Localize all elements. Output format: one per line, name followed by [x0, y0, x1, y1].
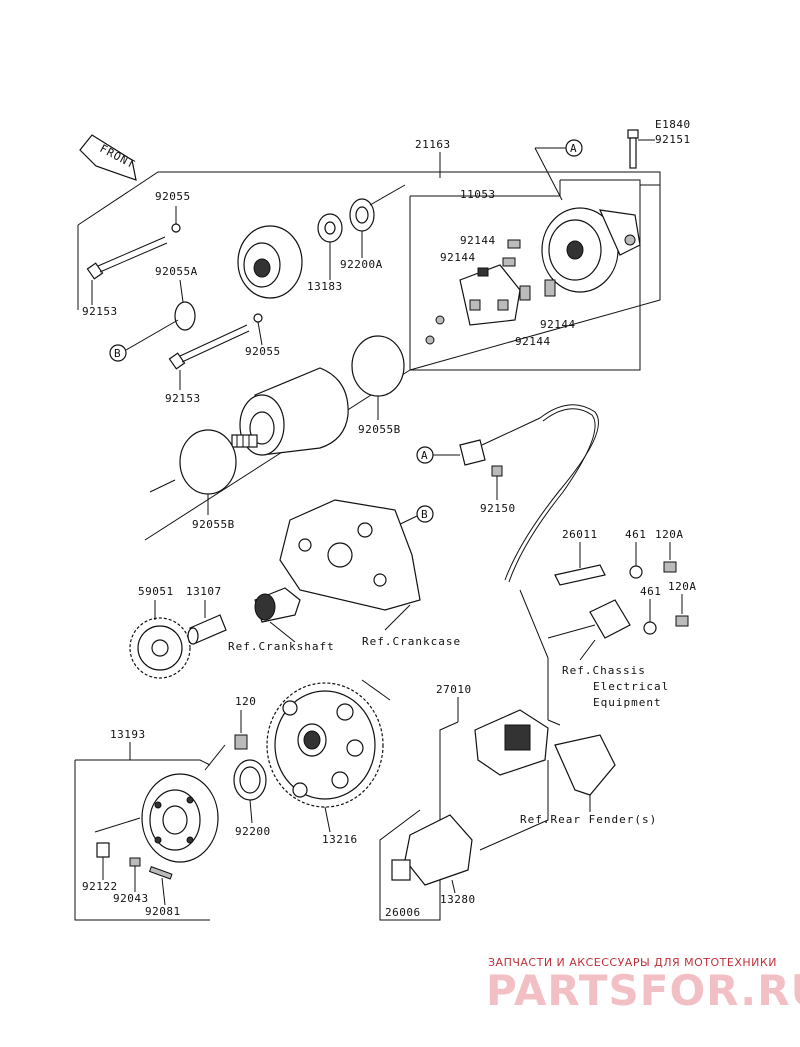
part-label-92122: 92122: [82, 880, 118, 893]
ref-chassis-line-1: Ref.Chassis: [562, 664, 646, 677]
part-label-461-a: 461: [625, 528, 646, 541]
callout-a-mid: A: [416, 446, 460, 464]
part-label-92200A: 92200A: [340, 258, 383, 271]
part-label-13216: 13216: [322, 833, 358, 846]
diagram-code: E1840: [655, 118, 691, 131]
part-label-26011: 26011: [562, 528, 598, 541]
part-label-461-b: 461: [640, 585, 661, 598]
callout-a-mid-label: A: [421, 449, 428, 462]
part-label-92144-b: 92144: [440, 251, 476, 264]
part-label-92081: 92081: [145, 905, 181, 918]
front-arrow: FRONT: [79, 134, 137, 181]
part-label-13280: 13280: [440, 893, 476, 906]
starter-gear-13216: [266, 682, 384, 808]
crankcase: [279, 499, 421, 611]
front-cover: [237, 225, 303, 299]
starter-clutch: [141, 773, 219, 863]
part-label-92144-d: 92144: [515, 335, 551, 348]
bolt-120: [234, 734, 248, 750]
washer-92200: [233, 759, 267, 801]
relay-holder-frame: [379, 760, 549, 921]
plunger-92043: [129, 857, 141, 867]
gear-59051: [129, 617, 191, 679]
o-ring-92055-top: [171, 223, 181, 233]
o-ring-92055B-left: [179, 429, 237, 495]
watermark-brand: PARTSFOR.RU: [486, 966, 800, 1015]
part-label-92153-bottom: 92153: [165, 392, 201, 405]
rear-fender-bracket: [554, 734, 616, 796]
shaft-13107: [187, 614, 227, 645]
part-label-120A-a: 120A: [655, 528, 684, 541]
part-label-92151: 92151: [655, 133, 691, 146]
part-label-92055B-left: 92055B: [192, 518, 235, 531]
o-ring-92055B-right: [351, 335, 405, 397]
brush-holder: [425, 264, 521, 345]
part-label-92153-top: 92153: [82, 305, 118, 318]
part-label-13193: 13193: [110, 728, 146, 741]
callout-b-label: B: [114, 347, 121, 360]
part-label-11053: 11053: [460, 188, 496, 201]
callout-b-mid-label: B: [421, 508, 428, 521]
bolt-92153-bottom: [168, 324, 250, 370]
part-label-26006: 26006: [385, 906, 421, 919]
end-cover-right: [541, 207, 641, 293]
washer-461-a: [629, 565, 643, 579]
holder-13280: [391, 814, 473, 886]
part-label-21163: 21163: [415, 138, 451, 151]
watermark-tagline: ЗАПЧАСТИ И АКСЕССУАРЫ ДЛЯ МОТОТЕХНИКИ: [488, 956, 777, 969]
callout-b-left: B: [109, 319, 179, 362]
spring-92081: [148, 866, 173, 880]
o-ring-92055A: [174, 301, 196, 331]
assembly-frame: [77, 171, 661, 541]
starter-clutch-frame: [74, 744, 226, 921]
roller-92122: [96, 842, 110, 858]
callout-a-top: A: [534, 139, 583, 201]
crankshaft: [254, 587, 301, 623]
part-label-92144-a: 92144: [460, 234, 496, 247]
ref-crankshaft: Ref.Crankshaft: [228, 640, 335, 653]
ref-crankcase: Ref.Crankcase: [362, 635, 461, 648]
part-label-92055A: 92055A: [155, 265, 198, 278]
bolt-92151: [627, 129, 655, 169]
callout-a-label: A: [570, 142, 577, 155]
washer-13183: [317, 213, 343, 243]
lead-26011: [554, 564, 606, 586]
part-label-92144-c: 92144: [540, 318, 576, 331]
part-label-13107: 13107: [186, 585, 222, 598]
part-label-92043: 92043: [113, 892, 149, 905]
brush-springs: [502, 239, 556, 301]
part-label-59051: 59051: [138, 585, 174, 598]
part-label-92055B-right: 92055B: [358, 423, 401, 436]
part-label-120A-b: 120A: [668, 580, 697, 593]
washer-92200A: [349, 198, 375, 232]
part-label-120: 120: [235, 695, 256, 708]
bolt-120A-b: [675, 615, 689, 627]
part-label-92150: 92150: [480, 502, 516, 515]
part-label-13183: 13183: [307, 280, 343, 293]
callout-b-mid: B: [391, 505, 434, 529]
bolt-92153-top: [86, 236, 168, 280]
ref-chassis-line-2: Electrical: [593, 680, 669, 693]
motor-yoke: [231, 367, 349, 456]
bolt-120A-a: [663, 561, 677, 573]
starter-cable: [459, 404, 599, 583]
washer-461-b: [643, 621, 657, 635]
starter-relay-27010: [474, 709, 549, 776]
part-label-27010: 27010: [436, 683, 472, 696]
part-label-92055-mid: 92055: [245, 345, 281, 358]
relay-lead-b: [547, 599, 631, 639]
ref-rear-fender: Ref.Rear Fender(s): [520, 813, 657, 826]
part-label-92200: 92200: [235, 825, 271, 838]
ref-chassis-line-3: Equipment: [593, 696, 662, 709]
part-label-92055-top: 92055: [155, 190, 191, 203]
nut-92150: [491, 465, 503, 477]
o-ring-92055-mid: [253, 313, 263, 323]
